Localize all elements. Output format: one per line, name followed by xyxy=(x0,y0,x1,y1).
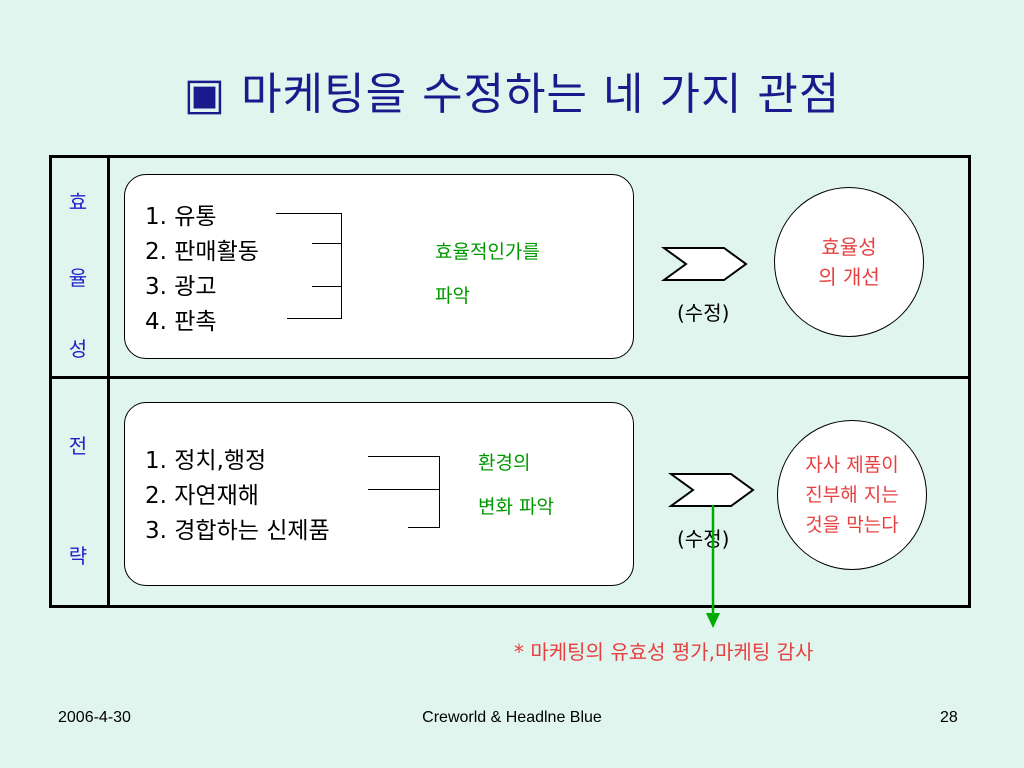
bracket-tick xyxy=(312,286,342,287)
table-divider-horizontal xyxy=(49,376,971,379)
chevron-arrow-icon xyxy=(660,247,748,281)
green-note: 효율적인가를 파악 xyxy=(435,230,540,318)
list-item: 3. 경합하는 신제품 xyxy=(145,518,330,544)
circle-text: 자사 제품이 xyxy=(805,454,899,476)
circle-text: 진부해 지는 xyxy=(805,484,899,506)
content-table xyxy=(49,155,971,608)
green-note-line: 파악 xyxy=(435,285,470,307)
bracket-tick xyxy=(368,456,440,457)
efficiency-circle: 효율성 의 개선 xyxy=(774,187,924,337)
side-label-char: 율 xyxy=(68,266,88,290)
page-number: 28 xyxy=(940,709,958,726)
green-note-line: 효율적인가를 xyxy=(435,241,540,263)
strategy-box xyxy=(124,402,634,586)
bracket-line xyxy=(439,456,440,528)
bracket-tick xyxy=(312,243,342,244)
side-label-char: 효 xyxy=(68,190,88,214)
list-item: 1. 정치,행정 xyxy=(145,448,267,474)
list-item: 1. 유통 xyxy=(145,204,217,230)
page-title: ▣ 마케팅을 수정하는 네 가지 관점 xyxy=(183,69,841,120)
efficiency-list: 1. 유통 2. 판매활동 3. 광고 4. 판촉 xyxy=(145,200,259,340)
list-item: 2. 판매활동 xyxy=(145,239,259,265)
green-note-line: 변화 파악 xyxy=(478,496,554,518)
footer-company: Creworld & Headlne Blue xyxy=(422,709,602,726)
list-item: 2. 자연재해 xyxy=(145,483,259,509)
bracket-tick xyxy=(368,489,440,490)
strategy-list: 1. 정치,행정 2. 자연재해 3. 경합하는 신제품 xyxy=(145,444,330,549)
chevron-arrow-icon xyxy=(667,473,755,507)
circle-text: 효율성 xyxy=(821,235,877,259)
list-item: 4. 판촉 xyxy=(145,309,217,335)
list-item: 3. 광고 xyxy=(145,274,217,300)
bracket-tick xyxy=(287,318,342,319)
revision-label: (수정) xyxy=(677,527,730,551)
green-note-line: 환경의 xyxy=(478,452,531,474)
side-label-char: 전 xyxy=(68,434,88,458)
efficiency-box xyxy=(124,174,634,359)
circle-text: 의 개선 xyxy=(818,265,880,289)
bracket-tick xyxy=(408,527,440,528)
table-divider-vertical xyxy=(107,155,110,608)
bracket-line xyxy=(341,213,342,319)
footer-date: 2006-4-30 xyxy=(58,709,131,726)
green-note: 환경의 변화 파악 xyxy=(478,441,554,529)
strategy-circle: 자사 제품이 진부해 지는 것을 막는다 xyxy=(777,420,927,570)
bracket-tick xyxy=(276,213,342,214)
revision-label: (수정) xyxy=(677,301,730,325)
circle-text: 것을 막는다 xyxy=(805,514,899,536)
side-label-char: 략 xyxy=(68,544,88,568)
side-label-char: 성 xyxy=(68,337,88,361)
footnote: * 마케팅의 유효성 평가,마케팅 감사 xyxy=(514,640,814,664)
arrow-down-icon xyxy=(706,505,720,628)
